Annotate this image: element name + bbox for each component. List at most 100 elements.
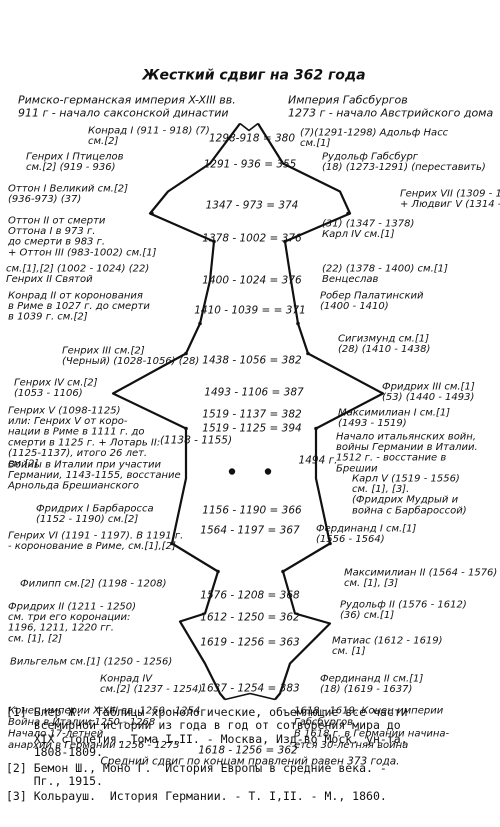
center-label: 1156 - 1190 = 366 [202,505,302,517]
center-label: 1494 г. [299,455,338,467]
left-entry: Генрих III см.[2](Черный) (1028-1056) (2… [62,346,199,368]
right-entry-line: см. [1], [3]. [352,484,409,495]
bottom-right-notes-line: Габсбургов [294,716,353,728]
right-chain [257,122,385,701]
left-entry-line: - коронование в Риме, см.[1],[2] [8,541,176,552]
left-header: Римско-германская империя X-XIII вв.911 … [18,94,236,120]
top-cap [239,122,259,132]
left-entry-line: Генрих I Птицелов [26,152,124,163]
right-entry-line: Брешии [336,463,378,474]
right-entry-line: войны Германии в Италии. [336,442,478,453]
center-label: 1438 - 1056 = 382 [202,355,302,367]
left-entry-line: (1053 - 1106) [14,388,83,399]
right-entry: Максимилиан II (1564 - 1576)см. [1], [3] [344,568,497,590]
bottom-right-notes-line: ется 30-летняя война [294,740,408,751]
right-entry: Рудольф II (1576 - 1612)(36) см.[1] [340,600,467,622]
left-entry-line: Оттон I Великий см.[2] [8,184,128,195]
center-label: (1138 - 1155) [160,435,232,447]
center-label: 1347 - 973 = 374 [206,200,299,212]
war-marker-left [228,468,236,475]
left-entry-line: в 1039 г. см.[2] [8,312,88,323]
bottom-right-notes-line: В 1618 г. в Германии начина- [294,729,450,740]
left-entry-line: Вильгельм см.[1] (1250 - 1256) [10,657,172,668]
right-entry-line: (36) см.[1] [340,610,394,621]
left-entry-line: или: Генрих V от коро- [8,416,128,427]
junction-dot [198,321,202,326]
right-header-line: 1273 г - начало Австрийского дома [288,107,493,120]
junction-dot [184,426,188,431]
right-entry-line: см. [1], [3] [344,578,398,589]
right-entry-line: Венцеслав [322,274,379,285]
center-label: 1564 - 1197 = 367 [200,525,300,537]
junction-dot [212,239,216,244]
right-entry-line: (18) (1273-1291) (переставить) [322,162,486,173]
center-label: 1298-918 = 380 [209,133,295,145]
left-entry-line: Конрад IV [100,674,153,685]
left-entry-line: Войны в Италии при участии [8,460,162,471]
left-entry-line: см. [1], [2] [8,633,62,644]
right-entry: Фердинанд II см.[1](18) (1619 - 1637) [320,674,423,696]
center-label: 1493 - 1106 = 387 [204,387,304,399]
left-entry: Генрих IV см.[2](1053 - 1106) [14,378,98,400]
right-entry-line: (7)(1291-1298) Адольф Насс [300,128,449,139]
right-entry: Карл V (1519 - 1556)см. [1], [3].(Фридри… [352,474,467,517]
right-entry-line: Фридрих III см.[1] [382,382,475,393]
right-entry: Максимилиан I см.[1](1493 - 1519) [338,408,450,430]
left-entry-line: 1196, 1211, 1220 гг. [8,623,114,634]
right-entry-line: (22) (1378 - 1400) см.[1] [322,264,448,275]
junction-dot [170,541,174,546]
center-label: 1378 - 1002 = 376 [202,233,302,245]
right-entry: Начало итальянских войн,войны Германии в… [336,432,478,475]
left-entry-line: нации в Риме в 1111 г. до [8,427,144,438]
bottom-center-label: 1618 - 1256 = 362 [198,745,298,757]
left-header-line: 911 г - начало саксонской династии [18,107,229,120]
right-entry-line: Фердинанд II см.[1] [320,674,423,685]
left-entry: Генрих V (1098-1125)или: Генрих V от кор… [8,406,160,470]
right-entry: (31) (1347 - 1378)Карл IV см.[1] [322,219,414,241]
center-label: 1519 - 1125 = 394 [202,423,301,435]
left-entry-line: (1152 - 1190) см.[2] [36,514,138,525]
right-entry-line: (1493 - 1519) [338,418,407,429]
right-entry: Сигизмунд см.[1](28) (1410 - 1438) [338,334,430,356]
bottom-left-notes-line: Конец империи X-XIII вв. 1250 - 1254 [8,706,200,717]
junction-dot [216,569,220,574]
right-entry-line: см. [1] [332,646,366,657]
junction-dot [281,569,285,574]
right-entry-line: 1512 г. - восстание в [336,453,446,464]
references: [1] Блер Ж. Таблицы хронологические, объ… [6,705,494,806]
right-entry-line: Матиас (1612 - 1619) [332,636,443,647]
junction-dot [296,321,300,326]
left-entry-line: Генрих II Святой [6,274,93,285]
left-entry-line: в Риме в 1027 г. до смерти [8,301,150,312]
right-entry: (22) (1378 - 1400) см.[1]Венцеслав [322,264,448,286]
left-entry: Конрад I (911 - 918) (7)см.[2] [88,126,210,148]
bottom-left-notes-line: Начало 17-летней [8,729,104,740]
left-entry-line: Генрих IV см.[2] [14,378,98,389]
right-entry-line: Максимилиан I см.[1] [338,408,450,419]
junction-dot [328,541,332,546]
bottom-left-notes: Конец империи X-XIII вв. 1250 - 1254Войн… [8,706,200,752]
center-label: 1519 - 1137 = 382 [202,409,302,421]
right-entry-line: Сигизмунд см.[1] [338,334,429,345]
left-entry-line: (Черный) (1028-1056) (28) [62,356,199,367]
reference-2: [2] Бемон Ш., Моно Г. История Европы в с… [6,760,387,789]
right-entry-line: Робер Палатинский [320,290,424,302]
connector-lines [111,122,385,701]
bottom-left-notes-line: Война в Италии 1250 - 1268 [8,717,155,728]
right-entry-line: Рудольф II (1576 - 1612) [340,600,467,611]
right-entry-line: см.[1] [300,138,330,149]
diagram-labels: Римско-германская империя X-XIII вв.911 … [6,94,500,768]
left-entry-line: (1125-1137), итого 26 лет. [8,448,147,459]
left-entry-line: см.[2] [8,459,38,470]
left-entry-line: Генрих VI (1191 - 1197). В 1191 г. [8,531,183,542]
bottom-cap [224,692,276,701]
right-entry: Генрих VII (1309 - 1314) ++ Людвиг V (13… [400,189,500,211]
right-entry-line: (31) (1347 - 1378) [322,219,414,230]
right-entry-line: (Фридрих Мудрый и [352,495,459,506]
